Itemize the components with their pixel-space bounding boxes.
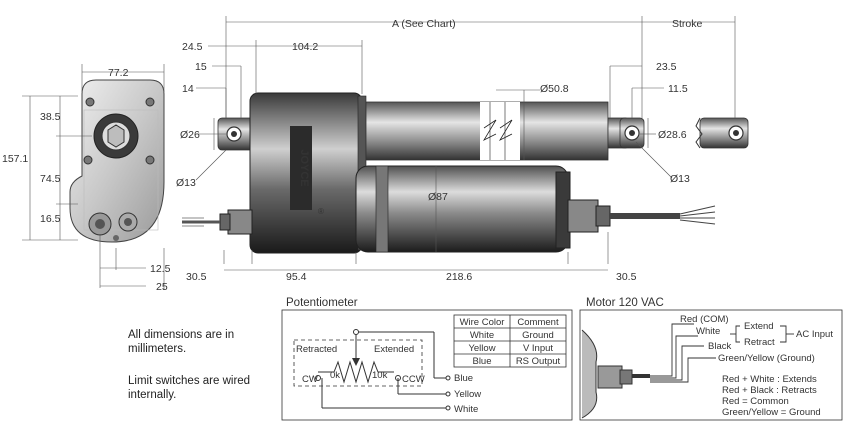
- motor-retract: Retract: [744, 337, 775, 348]
- pot-wire-white: White: [454, 404, 478, 415]
- dim-95-4: 95.4: [286, 271, 307, 283]
- dim-13-left: Ø13: [176, 177, 196, 189]
- svg-text:®: ®: [318, 207, 324, 216]
- pot-cw-label: CW: [302, 374, 318, 385]
- table-cell: V Input: [523, 343, 553, 354]
- motor-green-yellow: Green/Yellow (Ground): [718, 353, 815, 364]
- note-line: internally.: [128, 389, 177, 401]
- motor-red-com: Red (COM): [680, 314, 729, 325]
- actuator-side-view: JOYCE ®: [182, 92, 749, 254]
- dim-104-2: 104.2: [292, 41, 318, 53]
- dim-a-see-chart: A (See Chart): [392, 18, 456, 30]
- motor-legend-line: Green/Yellow = Ground: [722, 407, 821, 418]
- dim-157-1: 157.1: [2, 153, 28, 165]
- note-line: All dimensions are in: [128, 329, 235, 341]
- dim-13-right: Ø13: [670, 173, 690, 185]
- pot-0k-label: 0k: [330, 370, 340, 381]
- dim-24-5: 24.5: [182, 41, 203, 53]
- pot-wire-yellow: Yellow: [454, 389, 481, 400]
- table-header-comment: Comment: [517, 317, 559, 328]
- table-cell: White: [470, 330, 494, 341]
- dim-38-5: 38.5: [40, 111, 61, 123]
- wire-color-table: [453, 314, 567, 368]
- dim-15: 15: [195, 61, 207, 73]
- dim-50-8: Ø50.8: [540, 83, 569, 95]
- dim-stroke: Stroke: [672, 18, 703, 30]
- dim-218-6: 218.6: [446, 271, 472, 283]
- table-cell: RS Output: [516, 356, 561, 367]
- dim-14: 14: [182, 83, 194, 95]
- motor-title: Motor 120 VAC: [586, 297, 664, 309]
- dim-28-6: Ø28.6: [658, 129, 687, 141]
- table-cell: Blue: [472, 356, 491, 367]
- pot-ccw-label: CCW: [402, 374, 425, 385]
- motor-black: Black: [708, 341, 731, 352]
- table-cell: Ground: [522, 330, 554, 341]
- dim-77-2: 77.2: [108, 67, 129, 79]
- pot-extended-label: Extended: [374, 344, 414, 355]
- side-view-dimensions: [195, 16, 736, 271]
- joyce-logo: JOYCE: [290, 126, 312, 210]
- end-view: [69, 79, 165, 243]
- motor-ac-input: AC Input: [796, 329, 833, 340]
- note-line: Limit switches are wired: [128, 375, 251, 387]
- motor-white: White: [696, 326, 720, 337]
- note-line: millimeters.: [128, 343, 187, 355]
- table-header-wire-color: Wire Color: [460, 317, 505, 328]
- dim-11-5: 11.5: [668, 83, 688, 95]
- dim-87: Ø87: [428, 191, 448, 203]
- pot-10k-label: 10k: [372, 370, 388, 381]
- motor-wiring-diagram: [579, 309, 843, 421]
- potentiometer-title: Potentiometer: [286, 297, 358, 309]
- motor-extend: Extend: [744, 321, 774, 332]
- potentiometer-diagram: [281, 309, 573, 421]
- dim-26: Ø26: [180, 129, 200, 141]
- motor-legend-line: Red + White : Extends: [722, 374, 817, 385]
- svg-text:JOYCE: JOYCE: [298, 149, 310, 186]
- dim-30-5-left: 30.5: [186, 271, 207, 283]
- dim-23-5: 23.5: [656, 61, 677, 73]
- end-view-dimensions: [22, 64, 165, 290]
- dim-12-5: 12.5: [150, 263, 171, 275]
- motor-legend-line: Red + Black : Retracts: [722, 385, 817, 396]
- pot-wire-blue: Blue: [454, 373, 473, 384]
- dim-16-5: 16.5: [40, 213, 61, 225]
- pot-retracted-label: Retracted: [296, 344, 337, 355]
- motor-legend-line: Red = Common: [722, 396, 789, 407]
- dim-25: 25: [156, 281, 168, 293]
- table-cell: Yellow: [468, 343, 495, 354]
- dim-30-5-right: 30.5: [616, 271, 637, 283]
- dim-74-5: 74.5: [40, 173, 61, 185]
